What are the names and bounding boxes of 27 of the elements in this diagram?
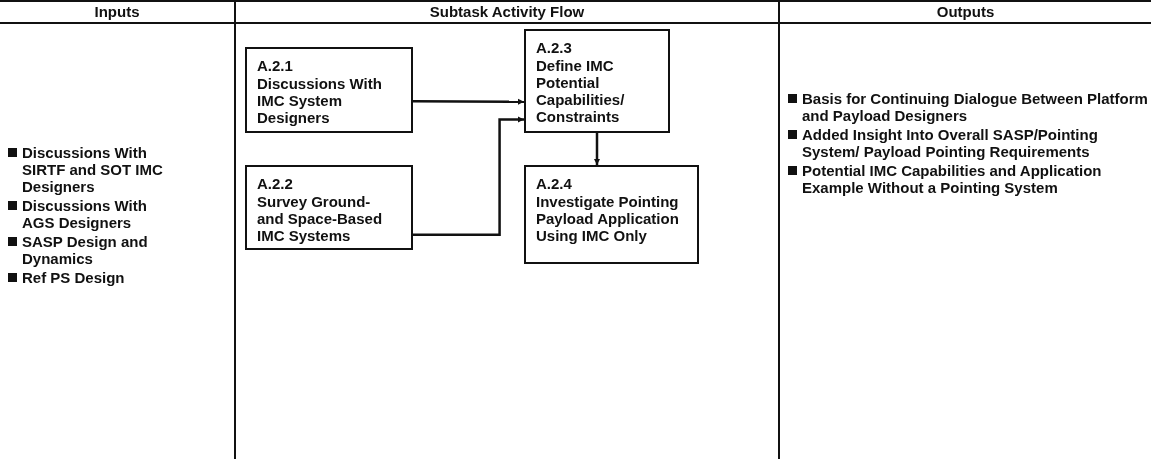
column-header: Inputs	[93, 2, 141, 22]
step-text: Define IMC Potential Capabilities/ Constraints	[536, 57, 626, 125]
list-item-text: SASP Design and Dynamics	[22, 233, 148, 267]
step-text: Survey Ground- and Space-Based IMC Systems	[257, 193, 384, 244]
list-item-text: Discussions With AGS Designers	[22, 197, 147, 231]
step-text: Discussions With IMC System Designers	[257, 75, 383, 126]
table-column	[234, 0, 778, 459]
list-item-text: Potential IMC Capabilities and Application Example Without a Pointing System	[802, 162, 1102, 196]
step-number: A.2.2	[257, 175, 294, 192]
list-item-text: Discussions With SIRTF and SOT IMC Designers	[22, 144, 163, 195]
list-item-text: Basis for Continuing Dialogue Between Platform and Payload Designers	[802, 90, 1148, 124]
step-number: A.2.1	[257, 57, 294, 74]
process-box	[245, 165, 413, 250]
step-text: Investigate Pointing Payload Application Using IMC Only	[536, 193, 680, 244]
column-header: Outputs	[935, 2, 996, 22]
column-header: Subtask Activity Flow	[428, 2, 586, 22]
arrow	[413, 116, 524, 236]
arrow	[413, 98, 524, 105]
table-column	[778, 0, 1151, 459]
process-box	[245, 47, 413, 133]
step-number: A.2.3	[536, 39, 573, 56]
list-item-text: Added Insight Into Overall SASP/Pointing System/ Payload Pointing Requirements	[802, 126, 1098, 160]
process-box	[524, 29, 670, 133]
list-item-text: Ref PS Design	[22, 269, 125, 286]
step-number: A.2.4	[536, 175, 573, 192]
arrow	[594, 133, 600, 165]
process-box	[524, 165, 699, 264]
